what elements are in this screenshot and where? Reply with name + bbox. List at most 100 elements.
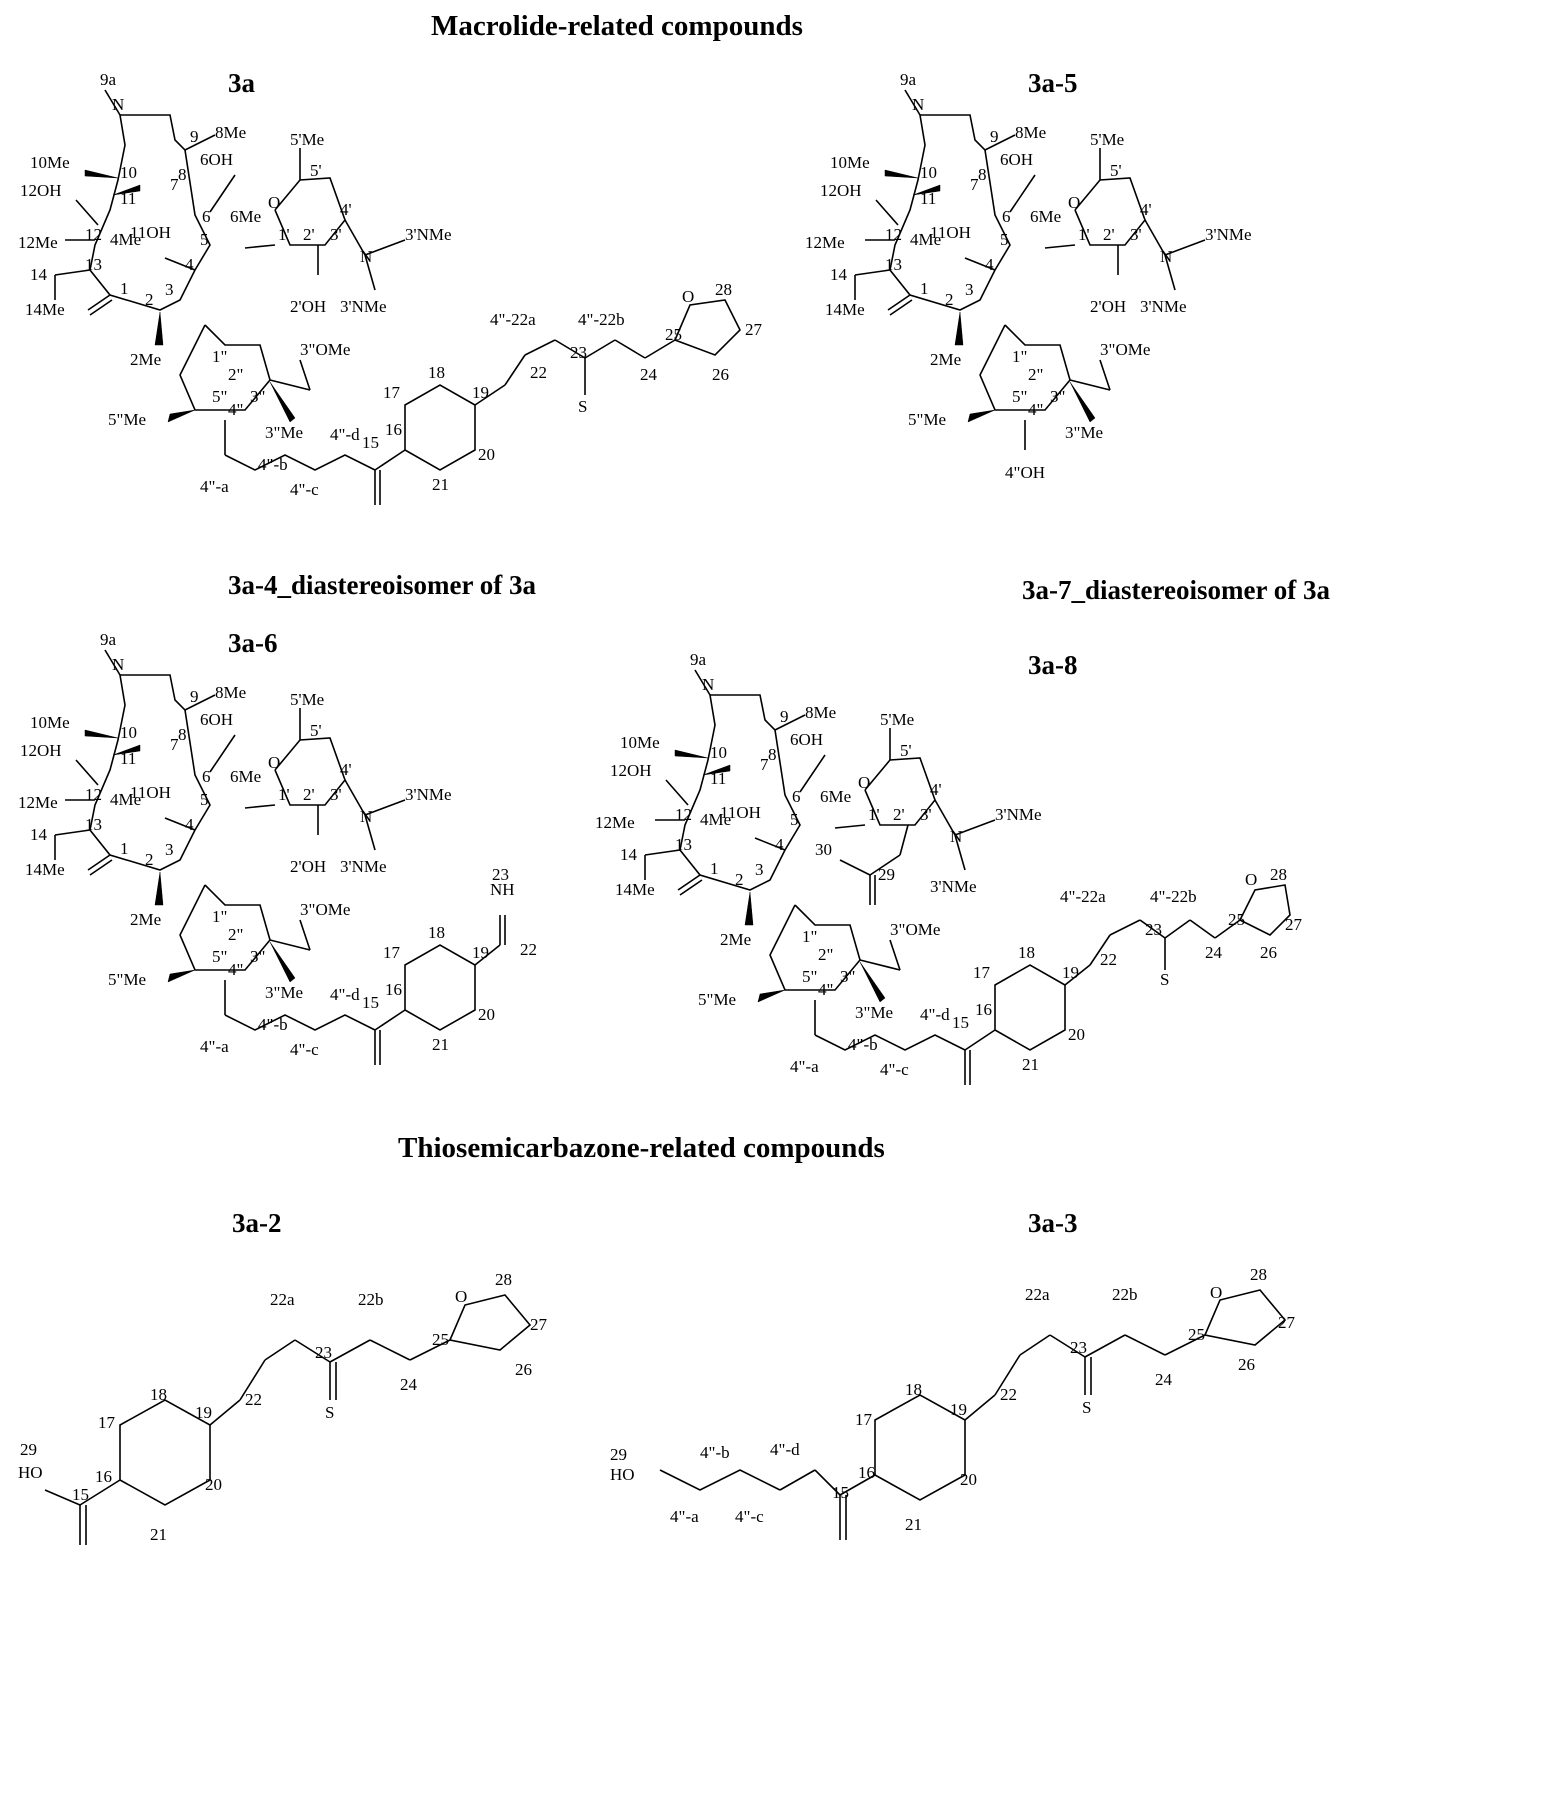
atom-4: 4	[775, 835, 784, 854]
atom-18: 18	[1018, 943, 1035, 962]
atom-13: 13	[85, 255, 102, 274]
atom-17: 17	[973, 963, 991, 982]
ring	[404, 944, 476, 1031]
atom-22a: 22a	[270, 1290, 295, 1309]
bond	[87, 854, 111, 871]
atom-4ppd: 4"-d	[920, 1005, 950, 1024]
atom-13: 13	[85, 815, 102, 834]
bond	[344, 779, 366, 816]
label-3a-5: 3a-5	[1028, 68, 1078, 98]
atom-n-3p: N	[360, 807, 372, 826]
atom-9: 9	[190, 127, 199, 146]
bond-12oh	[75, 199, 99, 226]
bond-4me	[164, 257, 196, 271]
atom-19: 19	[195, 1403, 212, 1422]
ring	[859, 961, 886, 1003]
atom-1: 1	[120, 279, 129, 298]
atom-4pp: 4"	[1028, 400, 1043, 419]
atom-21: 21	[150, 1525, 167, 1544]
atom-4pp: 4"	[228, 400, 243, 419]
atom-15: 15	[362, 993, 379, 1012]
atom-23: 23	[1145, 920, 1162, 939]
label-3a-6: 3a-6	[228, 628, 278, 658]
atom-ho: HO	[610, 1465, 635, 1484]
atom-5: 5	[200, 790, 209, 809]
atom-6me: 6Me	[230, 767, 261, 786]
atom-13: 13	[675, 835, 692, 854]
atom-27: 27	[530, 1315, 548, 1334]
atom-11: 11	[710, 769, 726, 788]
cladinose-ring	[179, 324, 271, 411]
atom-2p: 2'	[303, 225, 315, 244]
bond-n-me2	[364, 254, 376, 291]
atom-24: 24	[1205, 943, 1223, 962]
benzene-ring	[404, 384, 476, 471]
atom-22: 22	[520, 940, 537, 959]
atom-3ppme: 3"Me	[265, 983, 303, 1002]
wedge-2me	[154, 311, 164, 346]
thiosemicarbazone-heading: Thiosemicarbazone-related compounds	[398, 1132, 885, 1164]
bond	[79, 1479, 121, 1506]
atom-18: 18	[428, 363, 445, 382]
atom-15: 15	[952, 1013, 969, 1032]
chain-4pp	[224, 454, 376, 471]
atom-6: 6	[202, 767, 211, 786]
bond	[904, 89, 921, 116]
atom-14: 14	[30, 265, 48, 284]
atom-26: 26	[515, 1360, 532, 1379]
bond	[409, 1339, 451, 1361]
bond	[665, 779, 689, 806]
atom-4pp22a: 4"-22a	[490, 310, 536, 329]
atom-4p: 4'	[340, 760, 352, 779]
atom-3p: 3'	[920, 805, 932, 824]
ring	[154, 871, 164, 906]
atom-16: 16	[385, 420, 402, 439]
atom-26: 26	[712, 365, 729, 384]
atom-1p: 1'	[868, 805, 880, 824]
ring	[744, 891, 754, 926]
atom-25: 25	[432, 1330, 449, 1349]
atom-2poh: 2'OH	[290, 297, 326, 316]
atom-25: 25	[1228, 910, 1245, 929]
bond-chain	[179, 884, 271, 971]
bond	[1139, 919, 1166, 939]
atom-11: 11	[120, 189, 136, 208]
atom-10: 10	[120, 723, 137, 742]
atom-4p: 4'	[1140, 200, 1152, 219]
atom-12: 12	[85, 225, 102, 244]
atom-2pp: 2"	[228, 925, 243, 944]
atom-29: 29	[610, 1445, 627, 1464]
bond	[1124, 1334, 1166, 1356]
atom-23: 23	[1070, 1338, 1087, 1357]
atom-2pp: 2"	[818, 945, 833, 964]
atom-8: 8	[978, 165, 987, 184]
atom-22: 22	[245, 1390, 262, 1409]
atom-5p: 5'	[900, 741, 912, 760]
atom-2: 2	[145, 290, 154, 309]
atom-18: 18	[905, 1380, 922, 1399]
atom-11: 11	[920, 189, 936, 208]
atom-4pp22b: 4"-22b	[1150, 887, 1197, 906]
label-3a-7-note: 3a-7_diastereoisomer of 3a	[1022, 575, 1330, 605]
atom-1p: 1'	[278, 785, 290, 804]
atom-2poh: 2'OH	[1090, 297, 1126, 316]
atom-3p: 3'	[330, 225, 342, 244]
atom-12me: 12Me	[595, 813, 635, 832]
atom-10me: 10Me	[30, 713, 70, 732]
bond	[374, 449, 406, 471]
atom-9a: 9a	[900, 70, 917, 89]
atom-20: 20	[960, 1470, 977, 1489]
atom-14me: 14Me	[25, 300, 65, 319]
atom-6oh: 6OH	[1000, 150, 1033, 169]
atom-2: 2	[735, 870, 744, 889]
bond	[954, 819, 996, 836]
label-3a-8: 3a-8	[1028, 650, 1078, 680]
atom-4: 4	[185, 255, 194, 274]
label-3a-4-note: 3a-4_diastereoisomer of 3a	[228, 570, 536, 600]
atom-4me: 4Me	[700, 810, 731, 829]
atom-4ppb: 4"-b	[258, 1015, 288, 1034]
atom-4: 4	[185, 815, 194, 834]
atom-3: 3	[165, 840, 174, 859]
atom-4pp22b: 4"-22b	[578, 310, 625, 329]
atom-o-thf: O	[455, 1287, 467, 1306]
